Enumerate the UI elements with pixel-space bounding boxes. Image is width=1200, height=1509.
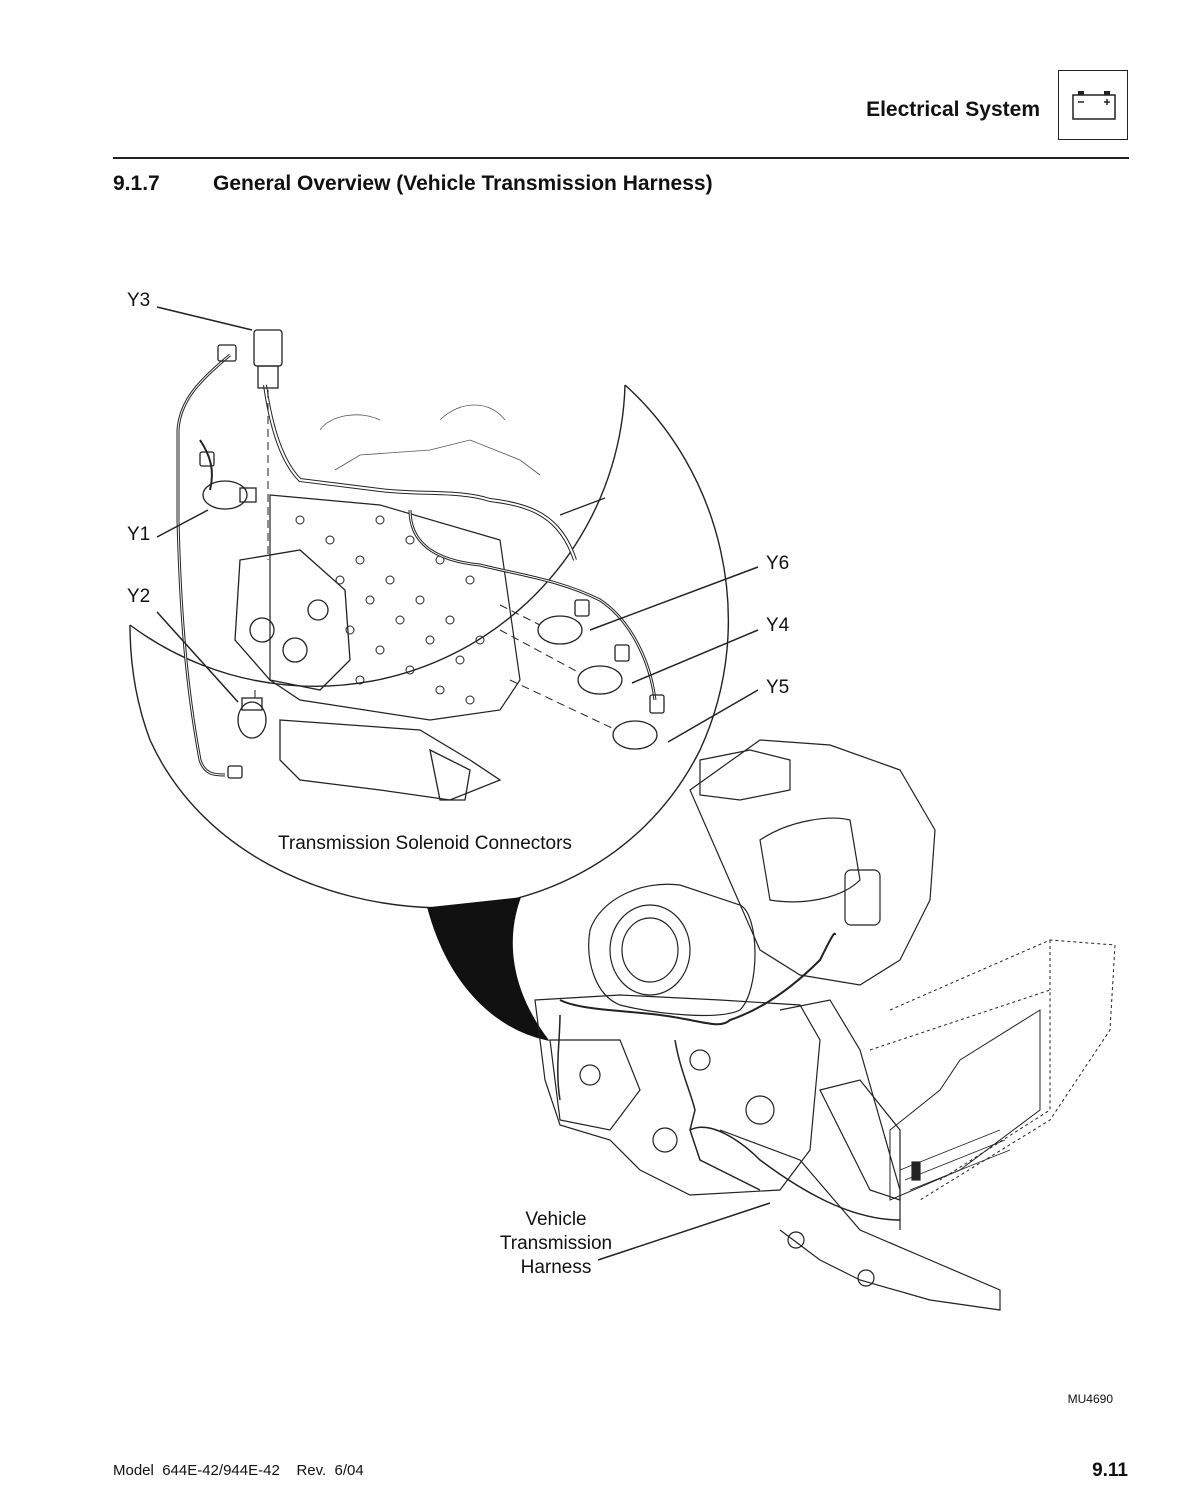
section-number: 9.1.7 — [113, 172, 160, 195]
figure-code: MU4690 — [1067, 1392, 1113, 1406]
callout-y3: Y3 — [127, 290, 151, 311]
callout-y4: Y4 — [766, 615, 790, 636]
harness-label-line-3: Harness — [520, 1257, 592, 1278]
battery-icon — [1058, 70, 1128, 140]
callout-y6: Y6 — [766, 553, 790, 574]
harness-label-line-2: Transmission — [499, 1233, 613, 1254]
callout-y2: Y2 — [127, 586, 151, 607]
harness-label: Vehicle Transmission Harness — [490, 1208, 622, 1280]
header-rule — [113, 157, 1129, 159]
footer-model: Model 644E-42/944E-42 Rev. 6/04 — [113, 1462, 364, 1479]
callout-y5: Y5 — [766, 677, 790, 698]
page-number: 9.11 — [1092, 1460, 1128, 1481]
inset-caption: Transmission Solenoid Connectors — [278, 833, 572, 854]
section-heading: 9.1.7 General Overview (Vehicle Transmiss… — [113, 172, 713, 196]
header-title: Electrical System — [866, 98, 1040, 121]
callout-y1: Y1 — [127, 524, 151, 545]
section-title: General Overview (Vehicle Transmission H… — [213, 172, 713, 195]
harness-label-line-1: Vehicle — [525, 1209, 587, 1230]
